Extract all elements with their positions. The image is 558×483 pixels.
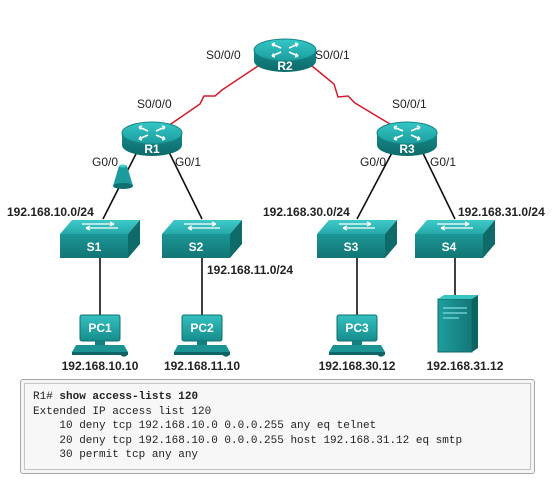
pc-icon [174,314,230,357]
router-r3[interactable]: R3 [376,121,438,156]
if-label-r1-s000: S0/0/0 [137,97,172,111]
network-label-30: 192.168.30.0/24 [263,205,350,219]
server-icon [437,295,478,353]
pc-label-pc2: PC2 [190,321,214,335]
switch-icon [162,220,242,258]
network-label-11: 192.168.11.0/24 [207,263,293,277]
cli-output-content: R1# show access-lists 120 Extended IP ac… [24,383,531,470]
cli-output-line: 20 deny tcp 192.168.10.0 0.0.0.255 host … [33,434,463,447]
network-label-31: 192.168.31.0/24 [458,205,545,219]
link-r1-s2 [165,145,203,220]
router-icon [253,38,317,72]
switch-label-s1: S1 [87,240,102,254]
switch-icon [60,220,140,258]
if-label-r2-s000: S0/0/0 [206,48,241,62]
serial-link-r1-r2 [167,65,259,127]
switch-icon [317,220,397,258]
switch-label-s3: S3 [344,240,359,254]
pc-pc1[interactable]: PC1 [72,314,128,357]
switch-icon [415,220,495,258]
pc-icon [329,314,385,357]
cli-command: show access-lists 120 [59,391,199,403]
cli-output-line: 10 deny tcp 192.168.10.0 0.0.0.255 any e… [33,420,377,432]
if-label-r3-g01: G0/1 [430,155,456,169]
host-ip-pc1: 192.168.10.10 [62,359,139,373]
switch-s3[interactable]: S3 [317,220,397,258]
router-label-r1: R1 [144,142,160,156]
router-r1[interactable]: R1 [121,121,183,156]
serial-link-r2-r3 [311,65,391,125]
host-ip-server: 192.168.31.12 [427,359,504,373]
switch-label-s4: S4 [442,240,457,254]
pc-pc2[interactable]: PC2 [174,314,230,357]
network-topology-diagram: R2 R1 R3 S1 [7,38,545,373]
network-label-10: 192.168.10.0/24 [7,205,94,219]
cli-prompt: R1# [33,391,53,403]
if-label-r2-s001: S0/0/1 [315,48,350,62]
pc-pc3[interactable]: PC3 [329,314,385,357]
server[interactable] [437,295,478,353]
if-label-r1-g01: G0/1 [175,155,201,169]
if-label-r3-g00: G0/0 [360,155,386,169]
cli-output-line: 30 permit tcp any any [33,449,199,461]
switch-s2[interactable]: S2 [162,220,242,258]
pc-label-pc1: PC1 [88,321,112,335]
pc-icon [72,314,128,357]
host-ip-pc3: 192.168.30.12 [319,359,396,373]
switch-s4[interactable]: S4 [415,220,495,258]
router-icon [376,121,438,156]
link-r3-s4 [419,146,456,220]
if-label-r3-s001: S0/0/1 [392,97,427,111]
switch-label-s2: S2 [189,240,204,254]
acl-cone-icon [113,164,133,189]
cli-output-panel: R1# show access-lists 120 Extended IP ac… [20,379,535,474]
router-r2[interactable]: R2 [253,38,317,73]
cli-output-line: Extended IP access list 120 [33,405,212,418]
pc-label-pc3: PC3 [345,321,369,335]
cli-command-line: R1# show access-lists 120 [33,390,522,405]
switch-s1[interactable]: S1 [60,220,140,258]
link-r3-s3 [356,146,396,220]
router-icon [121,121,183,156]
router-label-r2: R2 [277,59,293,73]
if-label-r1-g00: G0/0 [92,155,118,169]
router-label-r3: R3 [399,142,415,156]
host-ip-pc2: 192.168.11.10 [164,359,240,373]
